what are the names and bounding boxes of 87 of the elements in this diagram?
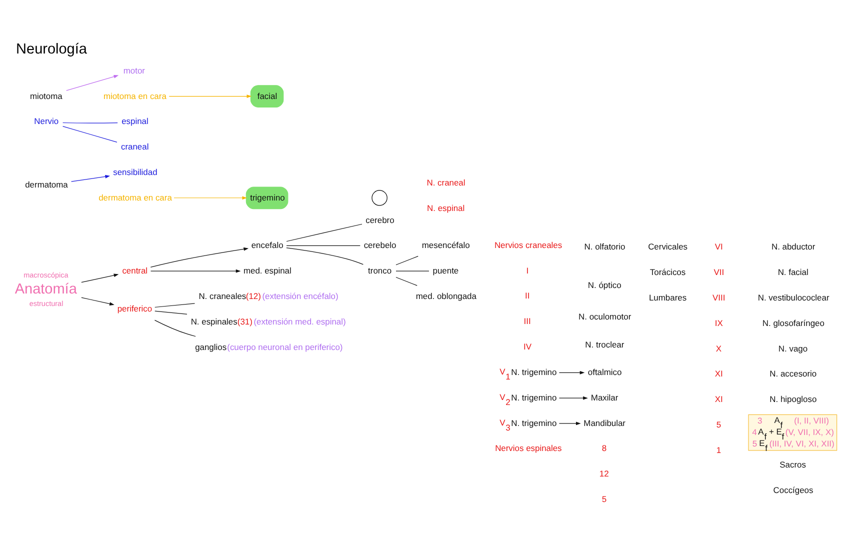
- label: Lumbares: [648, 292, 687, 302]
- label: Nervios espinales: [495, 442, 562, 453]
- label: N. vestibulococlear: [758, 292, 830, 302]
- arrow: [71, 174, 110, 182]
- label: VIII: [712, 292, 726, 302]
- label: 5: [716, 419, 722, 430]
- diagram-title: Neurología: [16, 40, 87, 57]
- node-text: mesencéfalo: [422, 240, 470, 250]
- label: N. oculomotor: [578, 310, 632, 321]
- connector: [396, 276, 418, 286]
- node-text: sensibilidad: [113, 166, 158, 177]
- arrow: [558, 370, 585, 374]
- label: N. craneal: [426, 177, 466, 188]
- node-text: oftalmico: [588, 366, 622, 377]
- node-text: puente: [432, 265, 459, 276]
- arrow: [174, 196, 248, 200]
- label: N. accesorio: [770, 368, 817, 378]
- label: Cervicales: [648, 241, 688, 252]
- label: XI: [714, 368, 723, 378]
- node-text: med. espinal: [243, 265, 292, 276]
- label: 1: [716, 444, 722, 454]
- node-text: miotoma en cara: [103, 90, 166, 100]
- node-text: med. oblongada: [416, 290, 476, 301]
- label: N. vago: [778, 342, 808, 353]
- label: VI: [714, 241, 723, 252]
- label: VII: [714, 266, 724, 277]
- label: Coccígeos: [773, 484, 814, 494]
- arrow: [558, 421, 581, 425]
- node-text: Nervio: [34, 116, 59, 126]
- node-box: facial: [250, 84, 284, 107]
- node-text: espinal: [122, 116, 148, 126]
- node-text: N. espinales(31)(extensión med. espinal): [190, 316, 346, 326]
- node-text: motor: [123, 64, 146, 75]
- node-text: ganglios(cuerpo neuronal en periferico): [195, 341, 343, 352]
- label: Sacros: [780, 458, 806, 469]
- arrow: [81, 296, 114, 305]
- node-text: central: [122, 265, 148, 276]
- label: N. óptico: [588, 279, 622, 290]
- node-text: Mandibular: [584, 418, 626, 428]
- node-text: cerebro: [366, 214, 394, 224]
- arrow: [150, 246, 249, 267]
- label: III: [524, 316, 531, 326]
- label: XI: [714, 394, 723, 404]
- arrow: [150, 268, 241, 272]
- arrow: [558, 396, 588, 400]
- connector: [396, 255, 418, 265]
- node-text: Maxilar: [590, 392, 618, 402]
- label: N. olfatorio: [584, 241, 626, 252]
- label: Torácicos: [650, 266, 686, 277]
- connector: [286, 244, 360, 246]
- arrow: [168, 94, 252, 98]
- node-text: periferico: [117, 303, 152, 314]
- node-text: encefalo: [251, 240, 284, 250]
- label: N. abductor: [771, 241, 816, 252]
- label: 12: [599, 468, 609, 478]
- node-text: dermatoma en cara: [98, 192, 172, 202]
- connector: [286, 223, 362, 242]
- label: 5: [602, 493, 607, 504]
- label: IV: [523, 341, 532, 352]
- arrow: [66, 74, 119, 90]
- label: 8: [602, 442, 607, 453]
- label: N. glosofaríngeo: [762, 317, 824, 328]
- connector: [396, 270, 430, 271]
- label: N. espinal: [427, 202, 465, 213]
- label: N. facial: [778, 266, 808, 277]
- label: X: [716, 342, 722, 353]
- node-text: tronco: [368, 265, 392, 276]
- connector: [154, 319, 196, 336]
- node-person: [372, 190, 388, 206]
- connector: [62, 126, 118, 142]
- label: N. hipogloso: [770, 394, 817, 404]
- connector: [62, 122, 118, 123]
- label: Nervios craneales: [494, 239, 562, 250]
- node-text: miotoma: [30, 90, 62, 100]
- label: I: [526, 264, 529, 275]
- node-text: craneal: [120, 141, 149, 152]
- connector: [154, 302, 196, 308]
- node-box: trigemino: [246, 186, 288, 209]
- arrow: [81, 273, 119, 282]
- label: II: [525, 290, 530, 300]
- connector: [286, 246, 364, 264]
- node-text: N. craneales(12)(extensión encéfalo): [198, 290, 338, 301]
- connector: [154, 310, 188, 314]
- label: IX: [714, 317, 723, 328]
- node-text: cerebelo: [364, 240, 396, 250]
- label: N. troclear: [585, 339, 624, 350]
- node-text: dermatoma: [25, 179, 68, 190]
